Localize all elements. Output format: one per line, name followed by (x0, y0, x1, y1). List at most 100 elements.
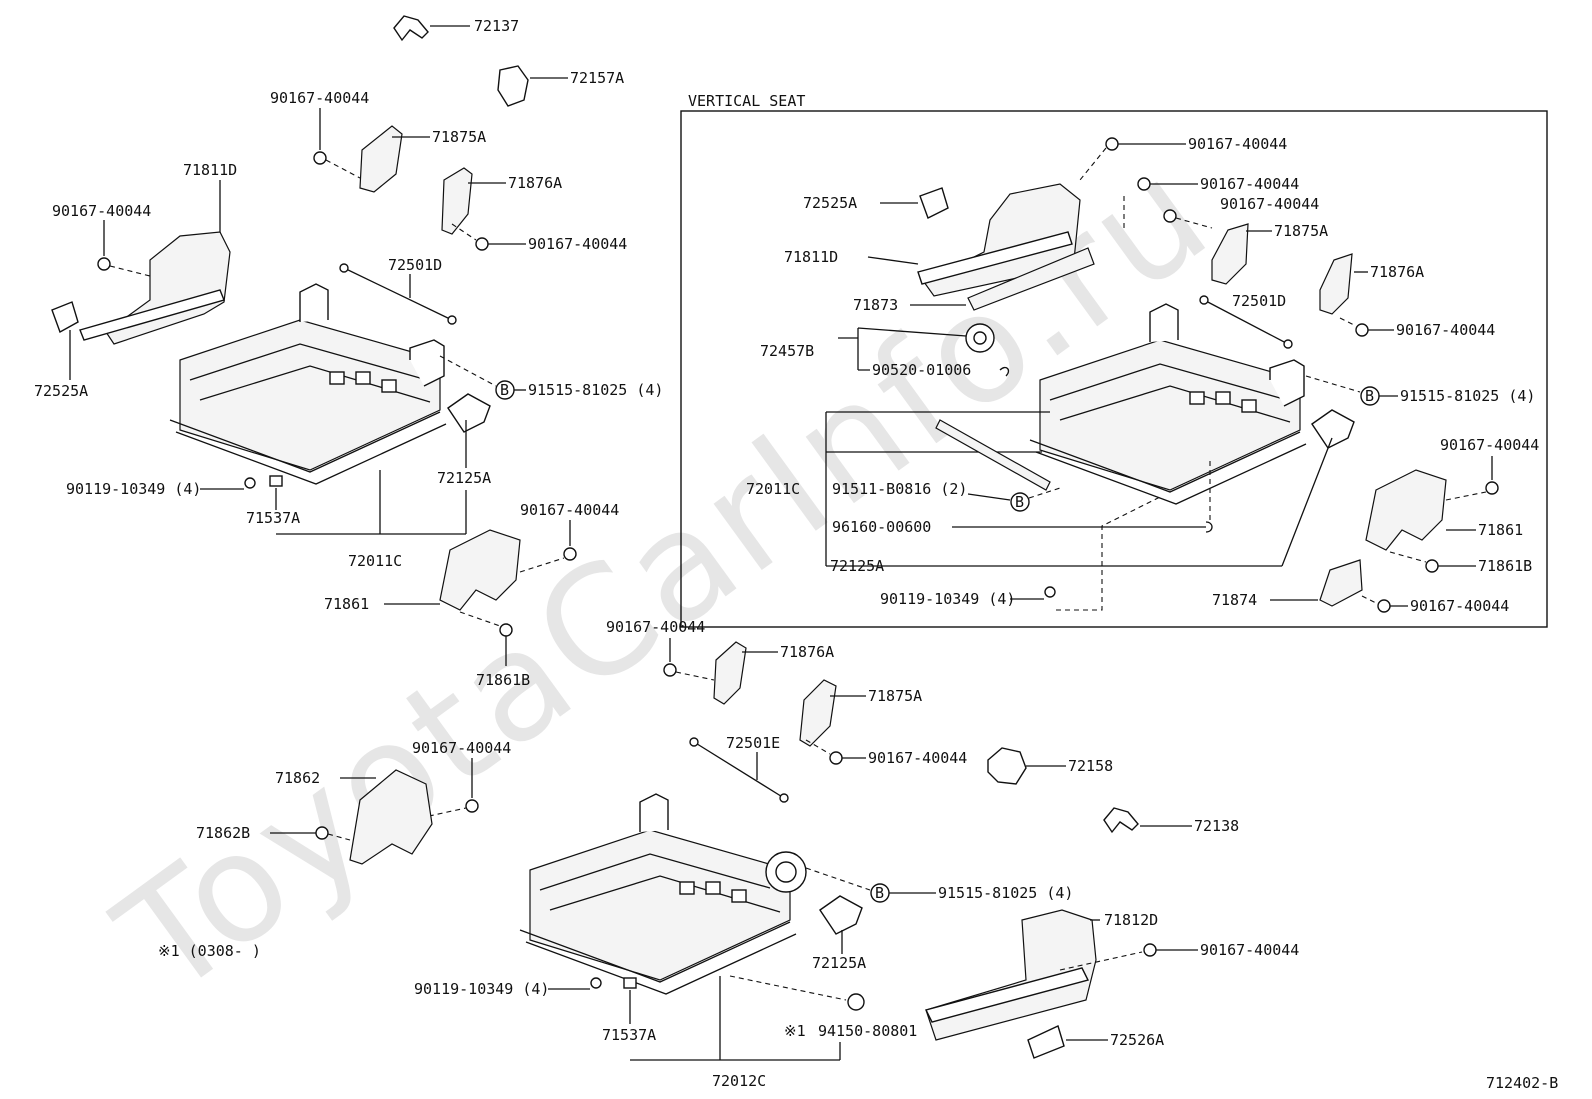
bracket-72125A-part (447, 393, 491, 433)
label-90167-a: 90167-40044 (270, 89, 369, 107)
nut-94150-part (847, 993, 865, 1011)
v-bolt-4 (1355, 323, 1369, 337)
bolt-d (244, 477, 256, 489)
v-label-91511: 91511-B0816 (2) (832, 480, 967, 498)
label-72125A-a: 72125A (437, 469, 491, 487)
v-label-71861B: 71861B (1478, 557, 1532, 575)
cover-71876A-b-part (713, 641, 747, 705)
bolt-f (663, 663, 677, 677)
v-label-72011C: 72011C (746, 480, 800, 498)
label-90167-h: 90167-40044 (1200, 941, 1299, 959)
bolt-j (1143, 943, 1157, 957)
v-label-90167-5: 90167-40044 (1440, 436, 1539, 454)
v-bolt-1 (1105, 137, 1119, 151)
v-seat-frame-part (1029, 303, 1307, 505)
cover-71876A-part (441, 167, 473, 235)
label-94150-mark: ※1 (784, 1022, 806, 1040)
v-label-71861: 71861 (1478, 521, 1523, 539)
cover-71875A-b-part (799, 679, 837, 747)
v-label-71874: 71874 (1212, 591, 1257, 609)
v-label-90167-2: 90167-40044 (1200, 175, 1299, 193)
v-label-71876A: 71876A (1370, 263, 1424, 281)
bolt-e (563, 547, 577, 561)
v-label-90167-1: 90167-40044 (1188, 135, 1287, 153)
rod-72501D-part (343, 267, 453, 321)
shield-71861-part (439, 529, 521, 611)
label-72125A-b: 72125A (812, 954, 866, 972)
clip-72525A-part (51, 301, 79, 334)
bolt-h (465, 799, 479, 813)
label-72012C: 72012C (712, 1072, 766, 1090)
v-label-71811D: 71811D (784, 248, 838, 266)
label-90119-b: 90119-10349 (4) (414, 980, 549, 998)
label-90167-e: 90167-40044 (606, 618, 705, 636)
label-71876A-a: 71876A (508, 174, 562, 192)
label-footnote: ※1 (0308- ) (158, 942, 261, 960)
bolt-b (97, 257, 111, 271)
clip-72526A-part (1027, 1025, 1065, 1059)
label-71862B: 71862B (196, 824, 250, 842)
v-label-72501D: 72501D (1232, 292, 1286, 310)
label-71861-a: 71861 (324, 595, 369, 613)
label-72501D-a: 72501D (388, 256, 442, 274)
v-b-mark-2: B (1015, 493, 1024, 511)
clip-72157A-part (497, 65, 529, 107)
label-91515-b: 91515-81025 (4) (938, 884, 1073, 902)
label-71876A-b: 71876A (780, 643, 834, 661)
figure-code: 712402-B (1486, 1074, 1558, 1092)
v-stay-91511-part (935, 419, 1051, 491)
clip-72138-part (1103, 807, 1139, 834)
label-72526A: 72526A (1110, 1031, 1164, 1049)
v-label-91515: 91515-81025 (4) (1400, 387, 1535, 405)
v-label-71875A: 71875A (1274, 222, 1328, 240)
v-shield-71861-part (1365, 469, 1447, 551)
v-label-96160: 96160-00600 (832, 518, 931, 536)
label-72011C-a: 72011C (348, 552, 402, 570)
cap-71537A-b-part (623, 977, 637, 989)
label-72137: 72137 (474, 17, 519, 35)
v-ring-96160-part (1205, 521, 1213, 533)
label-72138: 72138 (1194, 817, 1239, 835)
cap-71537A-part (269, 475, 283, 487)
bolt-g (829, 751, 843, 765)
v-plate-71874-part (1319, 559, 1363, 607)
label-91515-a: 91515-81025 (4) (528, 381, 663, 399)
label-71811D-a: 71811D (183, 161, 237, 179)
label-71537A-b: 71537A (602, 1026, 656, 1044)
label-72158: 72158 (1068, 757, 1113, 775)
vertical-seat-frame (680, 110, 1548, 628)
v-label-72457B: 72457B (760, 342, 814, 360)
label-71862: 71862 (275, 769, 320, 787)
v-bracket-72125A-part (1311, 409, 1355, 449)
label-71861B-a: 71861B (476, 671, 530, 689)
v-bar-71873-part (967, 247, 1095, 311)
v-label-72125A: 72125A (830, 557, 884, 575)
bolt-c (475, 237, 489, 251)
label-71875A-b: 71875A (868, 687, 922, 705)
label-71537A-a: 71537A (246, 509, 300, 527)
label-90167-b: 90167-40044 (52, 202, 151, 220)
clip-71862B-part (315, 826, 329, 840)
label-71875A-a: 71875A (432, 128, 486, 146)
bolt-a (313, 151, 327, 165)
label-90167-g: 90167-40044 (412, 739, 511, 757)
label-90119-a: 90119-10349 (4) (66, 480, 201, 498)
cover-71811D-rail (79, 289, 225, 341)
v-bolt-7 (1377, 599, 1391, 613)
knob-72158-part (987, 747, 1027, 785)
label-72525A-a: 72525A (34, 382, 88, 400)
v-label-90167-6: 90167-40044 (1410, 597, 1509, 615)
bolt-i (590, 977, 602, 989)
label-71812D: 71812D (1104, 911, 1158, 929)
v-label-90167-3: 90167-40044 (1220, 195, 1319, 213)
v-label-90119: 90119-10349 (4) (880, 590, 1015, 608)
label-72157A: 72157A (570, 69, 624, 87)
label-90167-c: 90167-40044 (528, 235, 627, 253)
v-label-72525A: 72525A (803, 194, 857, 212)
v-bolt-2 (1137, 177, 1151, 191)
b-mark-b: B (875, 884, 884, 902)
v-cover-71875A-part (1211, 223, 1249, 285)
shield-71862-part (349, 769, 433, 865)
cover-71875A-part (359, 125, 403, 193)
